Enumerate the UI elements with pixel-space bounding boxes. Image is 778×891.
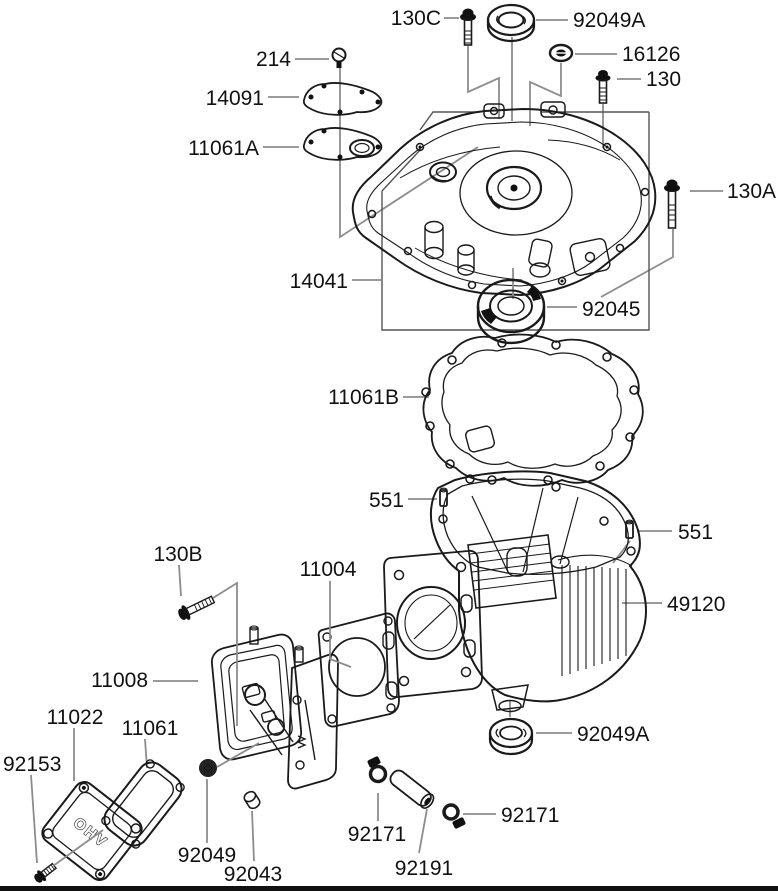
part-cylinder-head (211, 625, 339, 790)
leader-92153-diag (52, 829, 104, 867)
leader-92191 (418, 808, 428, 854)
part-label-11061b: 11061B (328, 386, 399, 409)
part-flange-bolt-130c (460, 8, 476, 46)
leader-130c (444, 17, 500, 119)
part-oil-seal-top (486, 3, 536, 43)
footer-bar (0, 886, 778, 891)
cylinder-face-holes (393, 561, 476, 687)
part-valve-stem-seal (199, 759, 217, 777)
leader-11004-into-gasket (329, 615, 352, 668)
part-label-11022: 11022 (47, 706, 104, 729)
leader-551-right (612, 530, 672, 564)
part-dowel-pin-left (439, 487, 448, 507)
part-label-92171-right: 92171 (501, 804, 559, 827)
part-crankcase-cover (351, 101, 657, 297)
head-gasket-holes (322, 616, 398, 724)
part-crankcase-cylinder (383, 470, 647, 713)
part-label-92171-left: 92171 (348, 823, 406, 846)
bracket-14041 (381, 111, 650, 331)
leader-lines-overlay (52, 581, 352, 867)
part-head-gasket (317, 612, 400, 728)
part-dowel-pin-right (625, 519, 634, 539)
cover-bolt-holes (367, 142, 650, 290)
part-label-214: 214 (256, 48, 291, 71)
case-rim-holes (438, 474, 636, 556)
leader-130b-down (212, 581, 238, 726)
part-tube-92191 (389, 769, 435, 809)
part-flange-bolt-130b (178, 595, 216, 620)
part-pin-92043 (243, 790, 261, 810)
part-label-130c: 130C (391, 7, 441, 30)
part-label-11008: 11008 (91, 669, 148, 692)
gasket-bolt-holes (421, 338, 639, 485)
part-label-49120: 49120 (667, 593, 725, 616)
part-flange-bolt-130a (664, 179, 680, 229)
part-washer-16126 (548, 43, 574, 63)
part-labels: 130C 92049A 16126 130 214 14091 11061A 1… (3, 7, 776, 886)
cylinder-face (383, 549, 483, 699)
part-label-92045: 92045 (582, 298, 640, 321)
leader-92153 (30, 774, 38, 864)
part-clamp-left (367, 756, 388, 784)
part-breather-gasket (302, 127, 383, 161)
leader-92043 (251, 810, 255, 862)
leader-130b (178, 564, 182, 597)
leader-92049a-top (511, 19, 568, 121)
part-label-130a: 130A (727, 180, 776, 203)
part-ball-bearing (476, 278, 546, 345)
cylinder-fins (467, 534, 557, 609)
part-breather-plate (302, 82, 383, 116)
part-label-551-left: 551 (369, 489, 404, 512)
leader-lines (30, 17, 723, 864)
part-flange-bolt-130 (595, 70, 611, 104)
leader-16126 (529, 53, 617, 126)
part-oil-seal-bottom (488, 717, 534, 756)
part-label-92191: 92191 (395, 857, 453, 880)
part-crankcase-cover-gasket (421, 333, 644, 487)
part-label-92049a-bottom: 92049A (577, 723, 649, 746)
part-rocker-cover-gasket (101, 759, 185, 849)
part-label-11061a: 11061A (188, 137, 259, 160)
part-label-92153: 92153 (3, 753, 61, 776)
leader-130a (600, 190, 723, 298)
part-breather-screw (331, 47, 347, 68)
leader-92049-up (216, 742, 260, 768)
leader-130 (602, 78, 641, 148)
part-label-92049a-top: 92049A (573, 9, 645, 32)
part-label-14041: 14041 (290, 270, 348, 293)
part-clamp-right (442, 803, 466, 829)
part-label-130b: 130B (153, 543, 202, 566)
part-label-14091: 14091 (206, 87, 264, 110)
cover-bosses (424, 220, 611, 278)
part-label-92049: 92049 (178, 844, 236, 867)
part-label-16126: 16126 (622, 43, 680, 66)
part-label-11004: 11004 (300, 558, 357, 581)
part-label-551-right: 551 (678, 521, 713, 544)
part-label-130: 130 (646, 68, 681, 91)
part-label-11061: 11061 (122, 717, 179, 740)
part-label-92043: 92043 (224, 863, 282, 886)
case-right-fins (557, 554, 633, 676)
